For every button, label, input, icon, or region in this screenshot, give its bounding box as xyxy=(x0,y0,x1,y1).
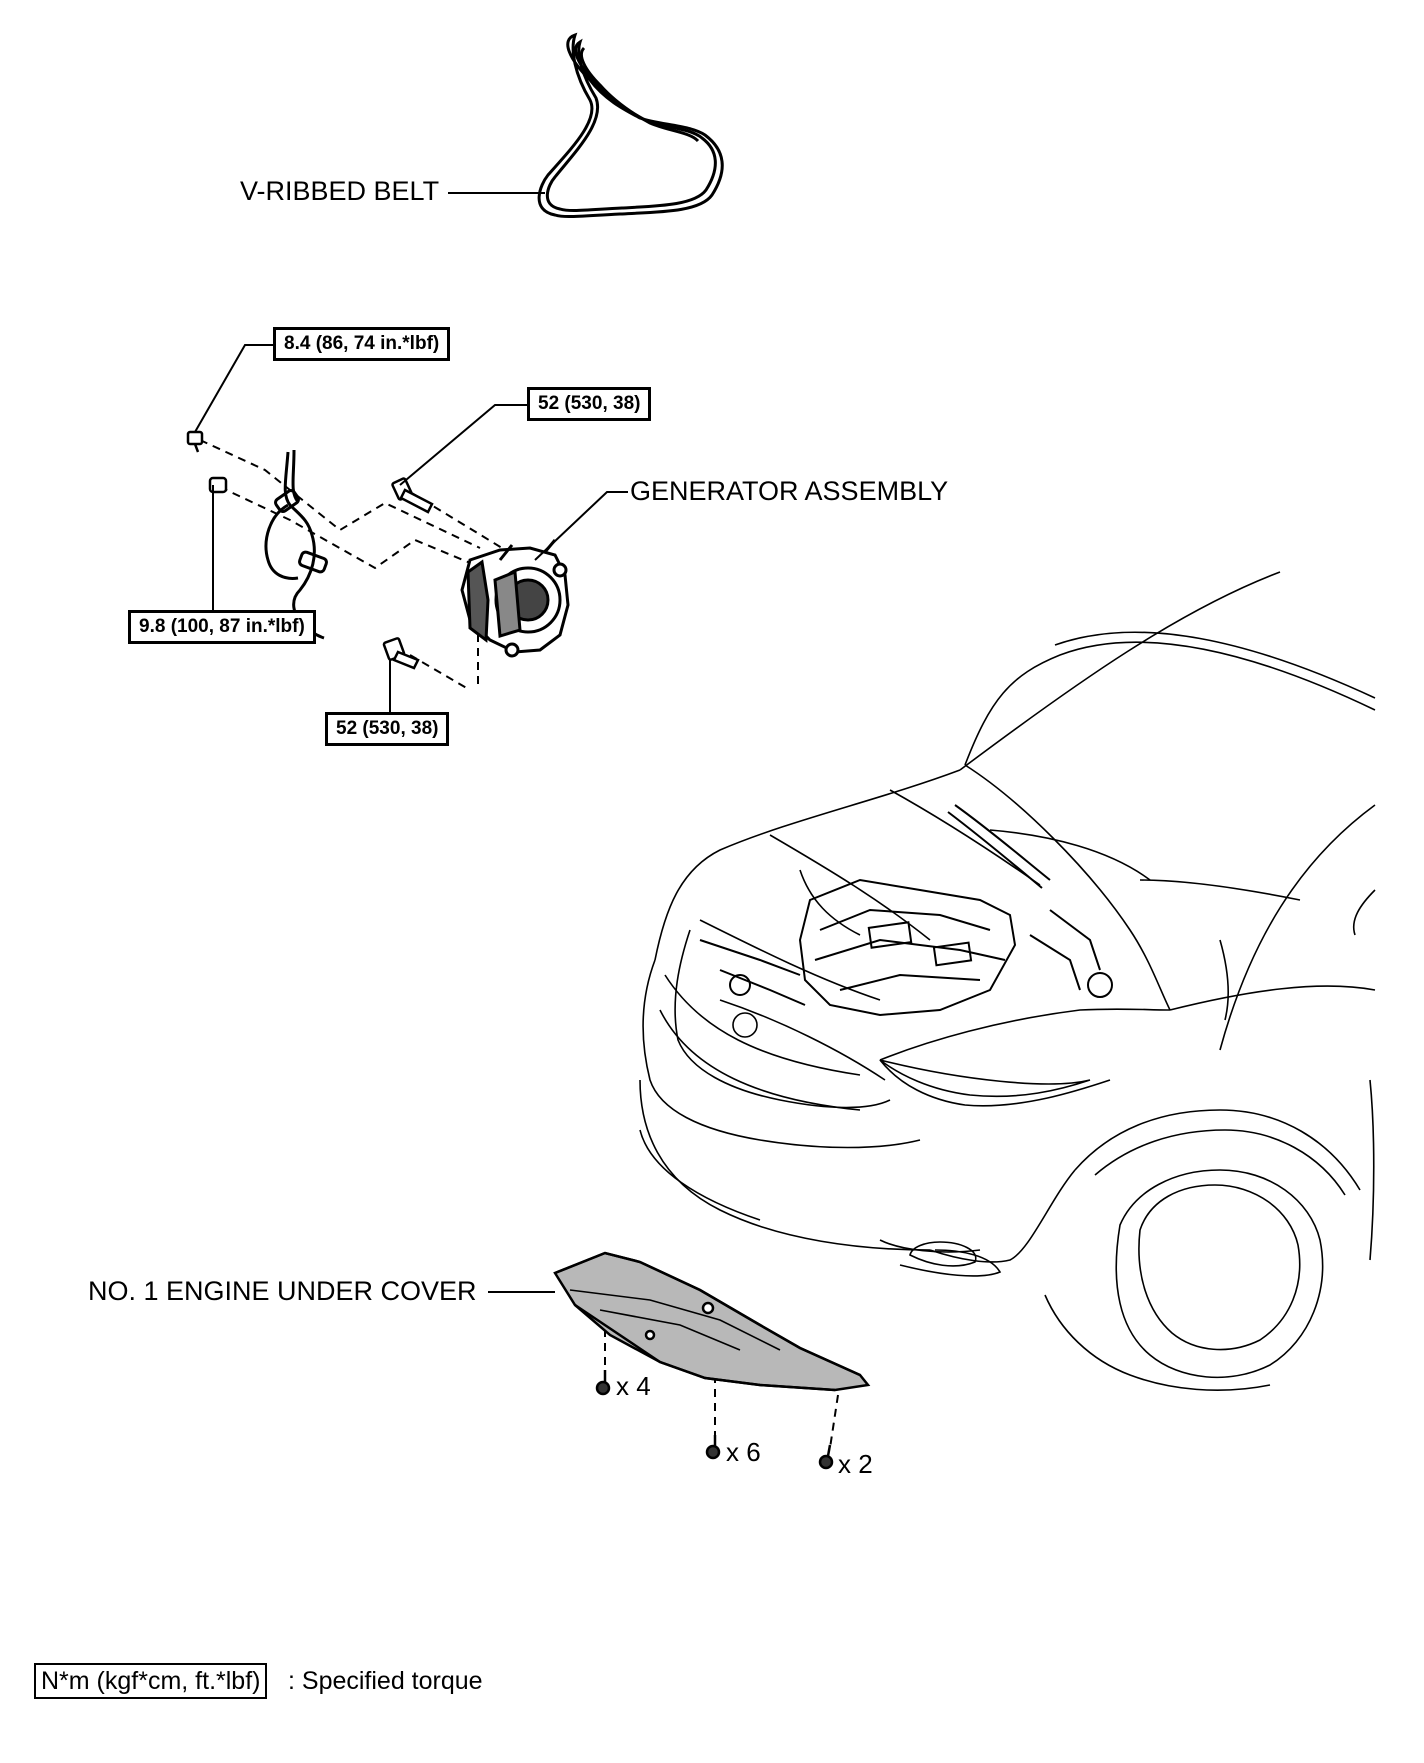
fog-lamp xyxy=(909,1241,977,1267)
lower-bolt-torque: 52 (530, 38) xyxy=(325,712,450,746)
pivot-bolt-torque: 52 (530, 38) xyxy=(527,387,652,421)
engine-bay xyxy=(699,804,1113,1017)
legend-unit-box: N*m (kgf*cm, ft.*lbf) xyxy=(34,1663,268,1699)
v-ribbed-belt-label: V-RIBBED BELT xyxy=(240,176,440,206)
bolt-x2 xyxy=(818,1444,834,1470)
pivot-bolt xyxy=(391,477,434,514)
engine-under-cover xyxy=(553,1251,871,1392)
legend-description: : Specified torque xyxy=(288,1667,483,1695)
v-ribbed-belt xyxy=(537,32,724,219)
clip-x4 xyxy=(595,1370,611,1396)
upper-bolt-torque: 8.4 (86, 74 in.*lbf) xyxy=(273,327,451,361)
clip-quantity: x 4 xyxy=(616,1371,651,1401)
vehicle-outline xyxy=(639,571,1376,1391)
generator-leaders xyxy=(194,344,628,712)
lower-bolt xyxy=(382,637,420,670)
engine-under-cover-label: NO. 1 ENGINE UNDER COVER xyxy=(88,1276,477,1306)
alignment-lines xyxy=(199,439,839,1449)
headlamp xyxy=(879,1059,1091,1098)
generator-assembly xyxy=(460,539,570,658)
center-bolt-quantity: x 6 xyxy=(726,1437,761,1467)
generator-assembly-label: GENERATOR ASSEMBLY xyxy=(630,476,949,506)
bolt-x6 xyxy=(705,1435,721,1460)
nut-torque: 9.8 (100, 87 in.*lbf) xyxy=(128,610,316,644)
right-bolt-quantity: x 2 xyxy=(838,1449,873,1479)
upper-bolt xyxy=(186,430,204,453)
grille xyxy=(659,974,861,1111)
